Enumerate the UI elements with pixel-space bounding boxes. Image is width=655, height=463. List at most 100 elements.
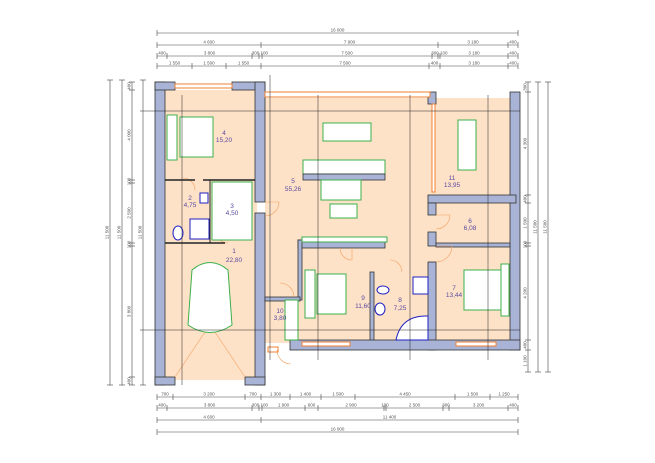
wall-11-bottom bbox=[427, 194, 517, 204]
door-room-9[interactable] bbox=[339, 247, 353, 261]
window-room-11[interactable] bbox=[431, 103, 436, 193]
shower-room-2 bbox=[189, 218, 210, 240]
dimension-label: 1 500 bbox=[203, 61, 215, 66]
dimension-label: 400 bbox=[127, 377, 132, 385]
room-label-4: 415,20 bbox=[216, 130, 233, 144]
wardrobe-room-10 bbox=[284, 299, 299, 341]
dimension-label: 700 bbox=[161, 392, 169, 397]
door-room-6[interactable] bbox=[435, 214, 451, 230]
dimension-label: 3 200 bbox=[203, 392, 215, 397]
bed-room-7 bbox=[463, 269, 505, 311]
window-room-10[interactable] bbox=[267, 346, 279, 353]
svg-text:3,80: 3,80 bbox=[274, 315, 287, 322]
dimension-label: 4 450 bbox=[399, 392, 411, 397]
kitchen-island bbox=[302, 173, 386, 181]
room-label-8: 87,25 bbox=[394, 297, 407, 312]
dimension-label: 3 800 bbox=[204, 51, 216, 56]
wall-6-left-a bbox=[427, 202, 437, 216]
bed-room-9 bbox=[316, 273, 347, 315]
garage-door[interactable] bbox=[174, 331, 246, 378]
window-room-9[interactable] bbox=[301, 341, 351, 347]
dimension-label: 11 500 bbox=[105, 225, 110, 239]
walls bbox=[154, 81, 521, 386]
nightstands-room-4 bbox=[166, 114, 178, 161]
wall-left-block-right-b bbox=[254, 212, 266, 386]
dimension-label: 3 800 bbox=[204, 403, 216, 408]
window-room-7[interactable] bbox=[455, 341, 497, 347]
room-label-5: 555,26 bbox=[285, 178, 302, 193]
sofa bbox=[320, 179, 362, 201]
wall-6-left-b bbox=[427, 231, 437, 247]
dimension-label: 3 800 bbox=[127, 305, 132, 317]
dimension-label: 300 bbox=[252, 403, 260, 408]
dimension-label: 4 600 bbox=[203, 415, 215, 420]
axis-lines bbox=[140, 75, 520, 385]
dimension-label: 1 100 bbox=[523, 355, 528, 367]
nightstands-room-7 bbox=[500, 263, 510, 317]
dimension-label: 400 bbox=[158, 51, 166, 56]
room-label-3: 34,50 bbox=[226, 203, 239, 217]
svg-text:11: 11 bbox=[449, 175, 456, 182]
dimension-label: 400 bbox=[523, 195, 528, 203]
svg-text:7,25: 7,25 bbox=[394, 305, 407, 312]
dimension-label: 4 600 bbox=[203, 40, 215, 45]
dining-table-room-11 bbox=[457, 119, 477, 171]
door-entrance[interactable] bbox=[276, 349, 292, 365]
dimension-label: 11 500 bbox=[138, 225, 143, 239]
door-room-7[interactable] bbox=[435, 245, 453, 263]
room-label-1: 122,80 bbox=[226, 248, 243, 264]
dimension-label: 100 bbox=[260, 51, 268, 56]
svg-text:55,26: 55,26 bbox=[285, 186, 302, 193]
svg-text:1: 1 bbox=[232, 248, 236, 255]
dimension-label: 100 bbox=[127, 240, 132, 248]
dimension-label: 1 400 bbox=[300, 392, 312, 397]
windows bbox=[174, 83, 497, 353]
svg-text:11,60: 11,60 bbox=[355, 303, 371, 310]
kitchen-counter bbox=[302, 159, 386, 175]
sink-room-2 bbox=[199, 192, 209, 204]
dimension-label: 3 180 bbox=[468, 61, 480, 66]
door-room-8[interactable] bbox=[389, 259, 403, 273]
dimension-label: 1 550 bbox=[169, 61, 181, 66]
wall-right bbox=[509, 91, 521, 351]
dimension-label: 400 bbox=[509, 403, 517, 408]
wardrobe-room-3 bbox=[211, 181, 253, 241]
wall-top-left-a bbox=[154, 81, 176, 91]
svg-text:10: 10 bbox=[276, 308, 284, 315]
coffee-table bbox=[329, 203, 358, 219]
dimension-label: 100 bbox=[127, 177, 132, 185]
dimension-label: 3 200 bbox=[473, 403, 485, 408]
dimension-label: 400 bbox=[431, 61, 439, 66]
dimension-label: 1 250 bbox=[498, 392, 510, 397]
nightstands-room-9 bbox=[304, 269, 316, 319]
wall-garage-bottom-b bbox=[244, 376, 266, 386]
svg-text:5: 5 bbox=[291, 178, 295, 185]
wall-garage-bottom-a bbox=[154, 376, 176, 386]
dimension-label: 300 bbox=[442, 403, 450, 408]
wall-left bbox=[154, 81, 166, 386]
window-room-4[interactable] bbox=[174, 83, 233, 89]
dimension-label: 1 550 bbox=[238, 61, 250, 66]
wall-10-top bbox=[264, 296, 301, 302]
door-room-10[interactable] bbox=[279, 282, 295, 298]
door-room-4[interactable] bbox=[264, 201, 280, 217]
svg-text:4,75: 4,75 bbox=[184, 202, 197, 209]
partitions bbox=[165, 179, 255, 244]
dimension-label: 11 500 bbox=[543, 220, 548, 234]
dimension-label: 400 bbox=[523, 341, 528, 349]
svg-text:15,20: 15,20 bbox=[216, 137, 233, 144]
dimension-label: 11 500 bbox=[117, 225, 122, 239]
dimension-label: 3 180 bbox=[468, 51, 480, 56]
wall-9-left bbox=[297, 239, 303, 301]
dimension-label: 100 bbox=[440, 51, 448, 56]
door-room-2[interactable] bbox=[182, 177, 196, 191]
window-room-5[interactable] bbox=[264, 91, 431, 98]
svg-text:13,95: 13,95 bbox=[444, 182, 461, 189]
room-label-9: 911,60 bbox=[355, 295, 371, 310]
dimension-label: 16 000 bbox=[331, 28, 345, 33]
dimension-label: 400 bbox=[509, 61, 517, 66]
svg-text:3: 3 bbox=[230, 203, 234, 210]
toilet-room-8 bbox=[376, 285, 390, 295]
